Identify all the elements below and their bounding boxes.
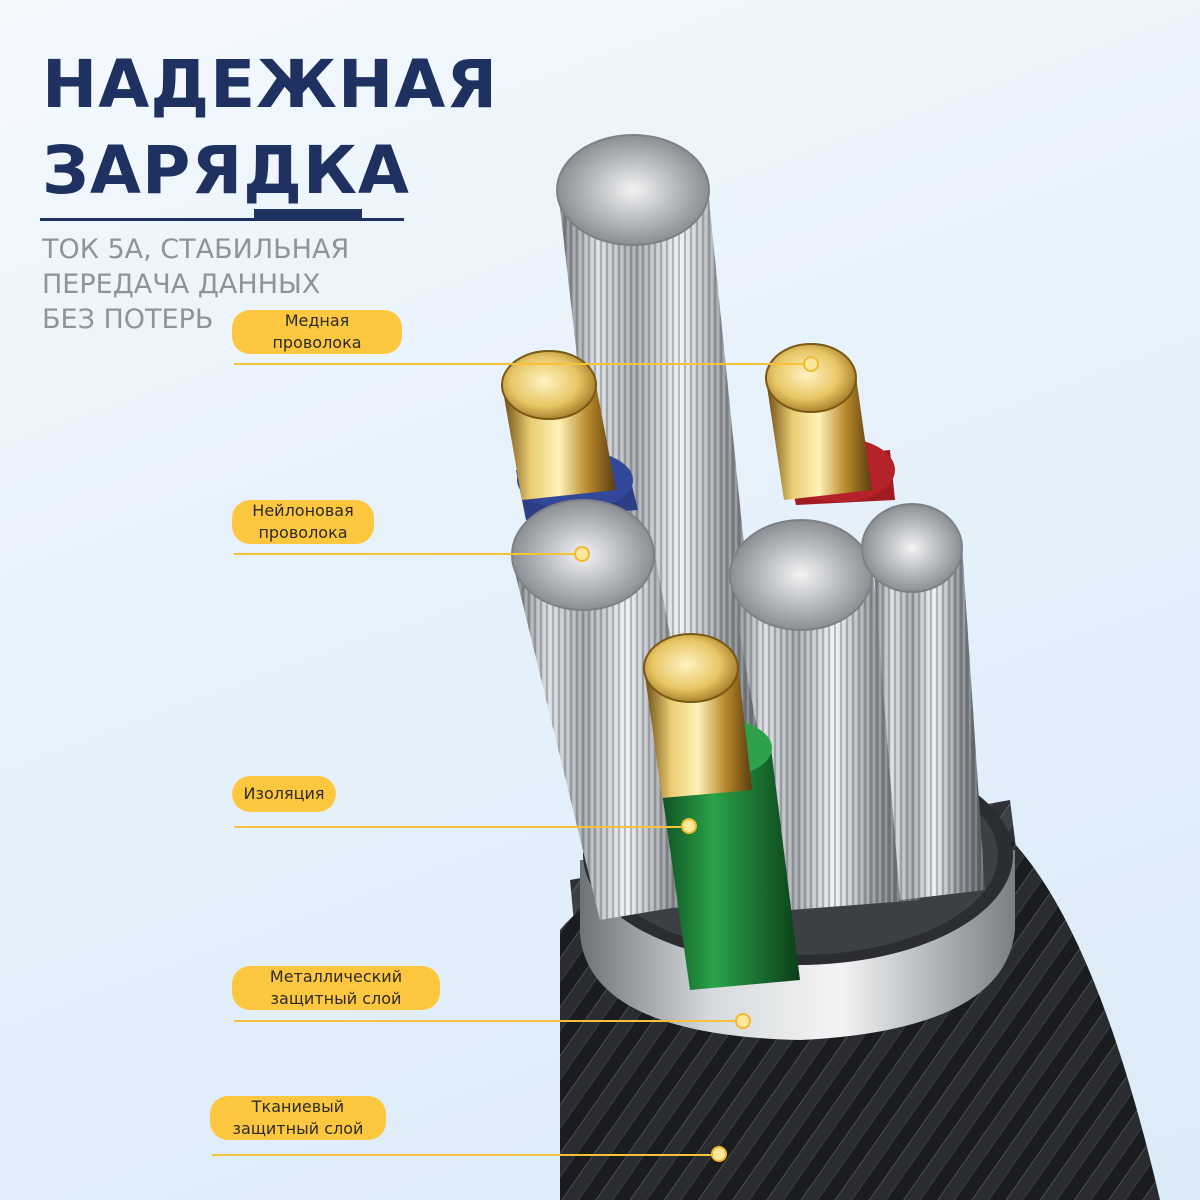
callout-copper-line-1: Медная <box>284 311 350 330</box>
marker-metal <box>735 1013 751 1029</box>
callout-metal-line-1: Металлический <box>269 967 403 986</box>
marker-copper <box>803 356 819 372</box>
callout-fabric-shield: Тканиевый защитный слой <box>210 1096 386 1140</box>
subtitle-line-1: ТОК 5А, СТАБИЛЬНАЯ <box>42 234 350 265</box>
headline-line-1: НАДЕЖНАЯ <box>42 46 499 123</box>
callout-copper-line-2: проволока <box>272 333 362 352</box>
right-strand-bundle-b <box>861 503 985 900</box>
leader-insulation <box>234 826 688 828</box>
leader-copper <box>234 363 810 365</box>
callout-nylon-line-1: Нейлоновая <box>252 501 354 520</box>
marker-insulation <box>681 818 697 834</box>
subtitle-line-2: ПЕРЕДАЧА ДАННЫХ <box>42 269 321 300</box>
leader-nylon <box>234 553 580 555</box>
green-conductor <box>643 633 800 990</box>
headline-line-2: ЗАРЯДКА <box>42 132 410 209</box>
leader-metal <box>234 1020 742 1022</box>
leader-fabric <box>212 1154 718 1156</box>
subtitle-line-3: БЕЗ ПОТЕРЬ <box>42 304 214 335</box>
subtitle: ТОК 5А, СТАБИЛЬНАЯ ПЕРЕДАЧА ДАННЫХ БЕЗ П… <box>42 232 349 337</box>
callout-metal-line-2: защитный слой <box>270 989 402 1008</box>
callout-fabric-line-2: защитный слой <box>232 1119 364 1138</box>
marker-nylon <box>574 546 590 562</box>
callout-insulation-line-1: Изоляция <box>243 784 325 803</box>
callout-insulation: Изоляция <box>232 776 336 812</box>
callout-nylon-wire: Нейлоновая проволока <box>232 500 374 544</box>
red-conductor <box>765 343 895 505</box>
callout-fabric-line-1: Тканиевый <box>251 1097 345 1116</box>
headline-underline-accent <box>254 209 362 218</box>
callout-metal-shield: Металлический защитный слой <box>232 966 440 1010</box>
headline-underline <box>40 218 404 221</box>
callout-nylon-line-2: проволока <box>258 523 348 542</box>
marker-fabric <box>711 1146 727 1162</box>
callout-copper-wire: Медная проволока <box>232 310 402 354</box>
